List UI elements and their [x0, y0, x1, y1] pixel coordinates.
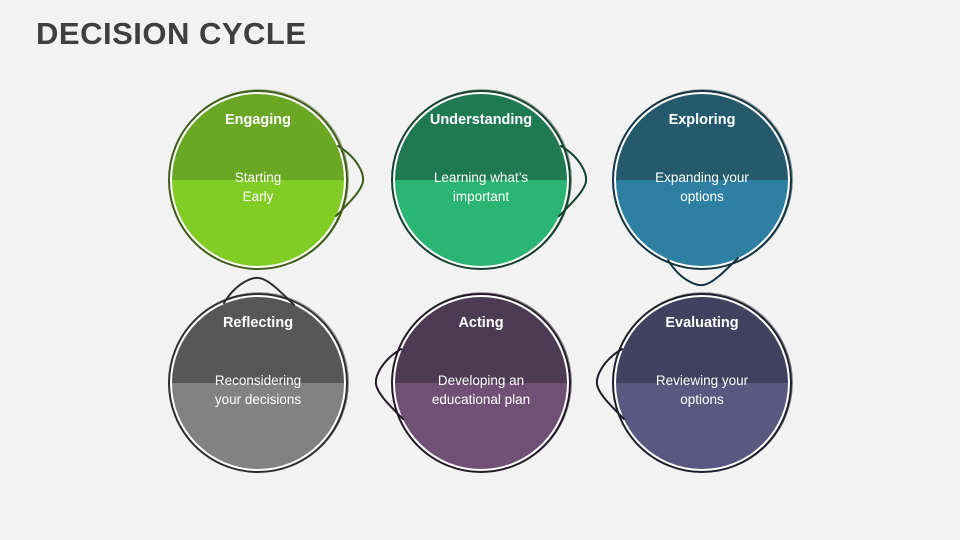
cycle-node-reflecting[interactable]: Reflecting Reconsidering your decisions: [164, 276, 352, 477]
cycle-node-acting[interactable]: Acting Developing an educational plan: [374, 289, 575, 477]
cycle-node-acting-shape: [374, 292, 572, 473]
page-title: DECISION CYCLE: [36, 16, 307, 51]
cycle-node-understanding[interactable]: Understanding Learning what’s important: [387, 86, 588, 274]
cycle-node-evaluating[interactable]: Evaluating Reviewing your options: [595, 289, 796, 477]
cycle-node-exploring-shape: [612, 89, 793, 287]
cycle-node-reflecting-shape: [168, 276, 349, 473]
cycle-node-engaging[interactable]: Engaging Starting Early: [164, 86, 365, 274]
cycle-node-exploring[interactable]: Exploring Expanding your options: [608, 86, 796, 287]
cycle-node-evaluating-shape: [595, 292, 793, 473]
cycle-node-understanding-shape: [391, 89, 588, 270]
cycle-node-engaging-shape: [168, 89, 365, 270]
